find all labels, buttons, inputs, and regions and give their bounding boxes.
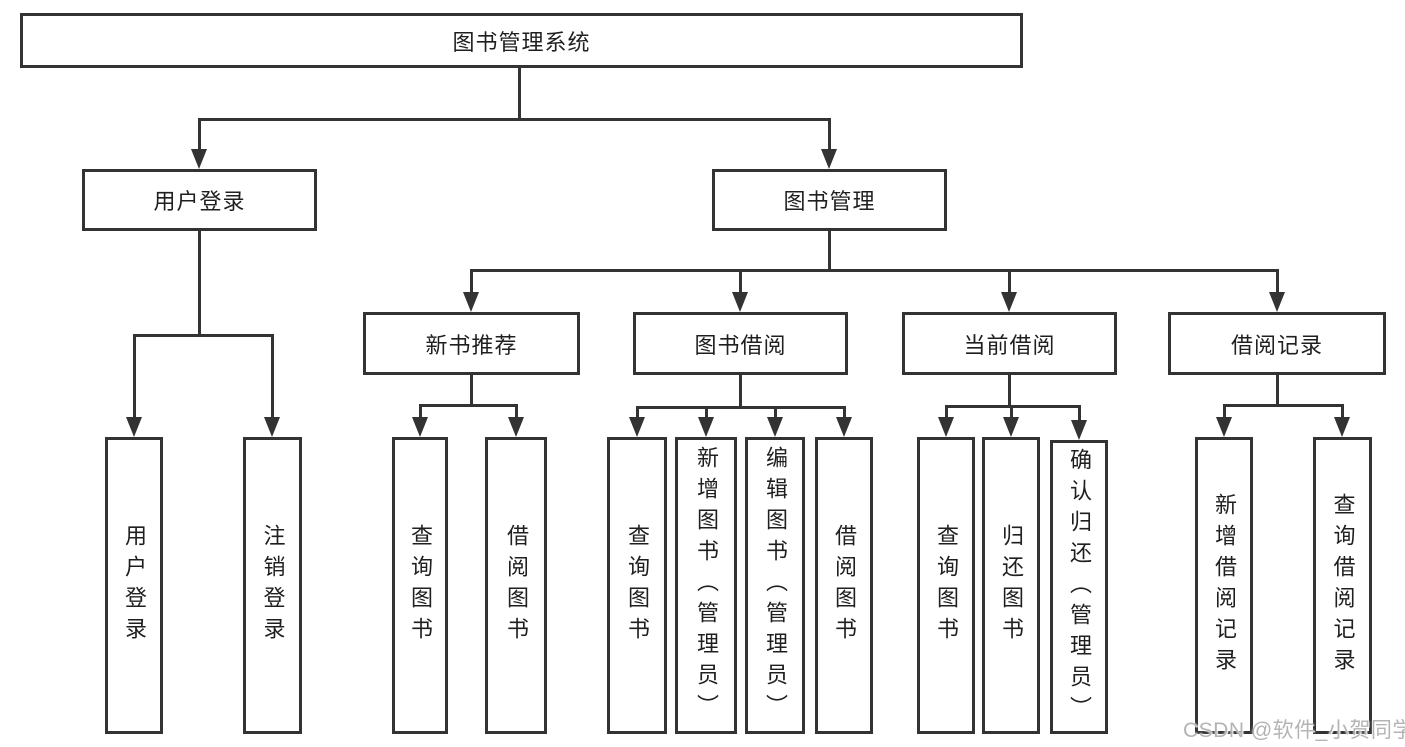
arrow-down-icon: [732, 269, 748, 312]
node-leaf-return-book: 归还图书: [982, 437, 1040, 734]
arrow-down-icon: [264, 334, 280, 437]
node-new-book-recommend: 新书推荐: [363, 312, 580, 375]
arrow-down-icon: [629, 406, 645, 437]
connector-line: [1008, 375, 1011, 408]
node-label: 确认归还（管理员）: [1067, 447, 1092, 727]
connector-line: [470, 375, 473, 407]
node-label: 新增借阅记录: [1212, 492, 1237, 679]
arrow-down-icon: [836, 406, 852, 437]
node-borrowing-records: 借阅记录: [1168, 312, 1386, 375]
arrow-down-icon: [508, 404, 524, 437]
node-leaf-query-book-borrowing: 查询图书: [607, 437, 667, 734]
connector-line: [198, 231, 201, 337]
arrow-down-icon: [767, 406, 783, 437]
arrow-down-icon: [821, 118, 837, 169]
node-book-management: 图书管理: [712, 169, 947, 231]
arrow-down-icon: [1001, 269, 1017, 312]
connector-line: [133, 334, 274, 337]
node-leaf-borrow-book-recommend: 借阅图书: [485, 437, 547, 734]
node-label: 图书管理系统: [452, 29, 591, 55]
node-leaf-query-book-recommend: 查询图书: [392, 437, 448, 734]
node-book-borrowing: 图书借阅: [633, 312, 848, 375]
node-label: 归还图书: [999, 523, 1024, 648]
node-label: 用户登录: [153, 189, 246, 214]
node-label: 借阅图书: [832, 523, 857, 648]
arrow-down-icon: [698, 406, 714, 437]
connector-line: [1276, 375, 1279, 407]
node-leaf-query-book-current: 查询图书: [917, 437, 975, 734]
arrow-down-icon: [191, 118, 207, 169]
node-label: 当前借阅: [963, 332, 1056, 358]
connector-line: [945, 405, 1080, 408]
node-label: 图书管理: [783, 189, 876, 214]
csdn-watermark: CSDN @软件_小贺同学: [1183, 719, 1405, 742]
node-label: 查询借阅记录: [1330, 492, 1356, 679]
node-leaf-edit-book-admin: 编辑图书（管理员）: [745, 437, 805, 734]
connector-line: [636, 406, 845, 409]
node-leaf-logout: 注销登录: [243, 437, 302, 734]
node-label: 查询图书: [625, 523, 650, 648]
node-label: 查询图书: [934, 523, 959, 648]
connector-line: [518, 68, 521, 121]
node-leaf-add-book-admin: 新增图书（管理员）: [675, 437, 737, 734]
node-current-borrowing: 当前借阅: [902, 312, 1117, 375]
node-label: 借阅记录: [1230, 332, 1323, 358]
arrow-down-icon: [938, 405, 954, 437]
node-library-management-system: 图书管理系统: [20, 13, 1023, 68]
node-leaf-add-borrow-record: 新增借阅记录: [1195, 437, 1253, 734]
arrow-down-icon: [1269, 269, 1285, 312]
connector-line: [198, 118, 831, 121]
arrow-down-icon: [126, 334, 142, 437]
connector-line: [828, 231, 831, 272]
arrow-down-icon: [1071, 405, 1087, 440]
node-label: 图书借阅: [694, 332, 787, 358]
node-label: 新增图书（管理员）: [694, 446, 719, 725]
node-leaf-user-login: 用户登录: [105, 437, 163, 734]
connector-line: [1223, 404, 1343, 407]
node-label: 编辑图书（管理员）: [763, 446, 788, 725]
arrow-down-icon: [1334, 404, 1350, 437]
node-leaf-borrow-book: 借阅图书: [815, 437, 873, 734]
node-label: 用户登录: [122, 523, 147, 648]
node-user-login: 用户登录: [82, 169, 317, 231]
connector-line: [470, 269, 1278, 272]
arrow-down-icon: [412, 404, 428, 437]
connector-line: [739, 375, 742, 409]
arrow-down-icon: [463, 269, 479, 312]
arrow-down-icon: [1216, 404, 1232, 437]
node-label: 新书推荐: [425, 332, 518, 358]
connector-line: [419, 404, 517, 407]
node-leaf-confirm-return-admin: 确认归还（管理员）: [1050, 440, 1108, 734]
arrow-down-icon: [1003, 405, 1019, 437]
node-leaf-query-borrow-record: 查询借阅记录: [1313, 437, 1372, 734]
node-label: 注销登录: [260, 523, 286, 648]
node-label: 查询图书: [408, 523, 433, 648]
node-label: 借阅图书: [504, 523, 529, 648]
